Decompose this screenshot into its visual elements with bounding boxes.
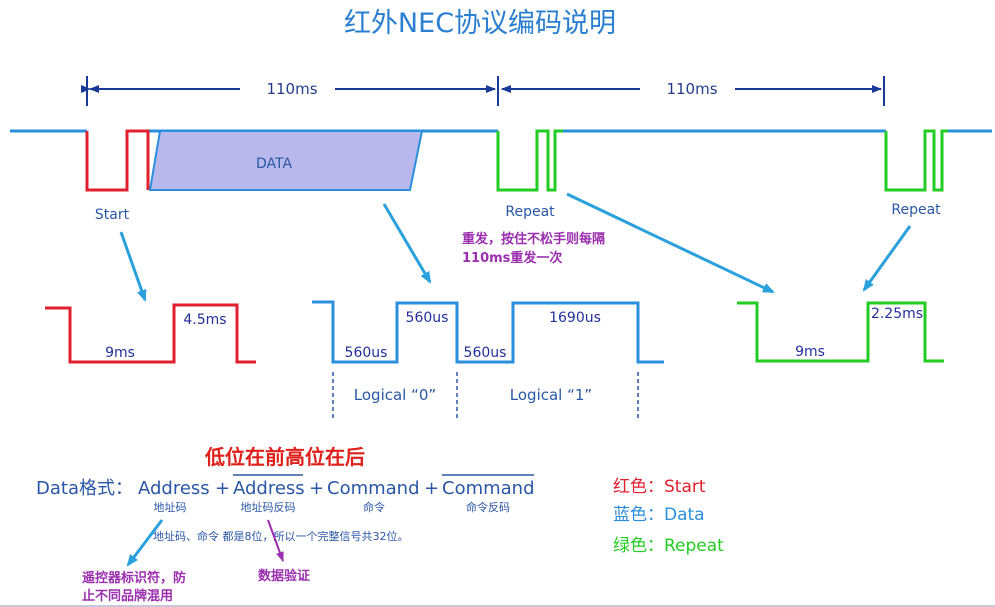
sub-address-inverse: 地址码反码	[241, 500, 296, 514]
start-detail-waveform	[45, 303, 256, 364]
legend-blue: 蓝色：Data	[613, 505, 705, 525]
format-command-inverse: Command	[442, 478, 535, 499]
sub-command: 命令	[363, 500, 385, 514]
format-address: Address	[138, 478, 210, 499]
legend-red: 红色：Start	[613, 477, 706, 497]
bits-note: 地址码、命令 都是8位，所以一个完整信号共32位。	[153, 529, 409, 543]
repeat-detail-waveform	[737, 301, 944, 363]
bit-order-note: 低位在前高位在后	[204, 445, 365, 469]
pointer-arrows	[119, 192, 912, 302]
repeat-pulse-2	[884, 129, 948, 192]
timing-dimension-frame: 110ms	[81, 76, 499, 106]
data-block	[148, 130, 424, 191]
repeat-label-1: Repeat	[505, 204, 555, 220]
start-high-label: 4.5ms	[183, 312, 226, 328]
frame-duration-label: 110ms	[266, 80, 317, 98]
zero-low-label: 560us	[345, 345, 388, 361]
start-low-label: 9ms	[105, 345, 135, 361]
zero-high-label: 560us	[406, 310, 449, 326]
logical-1-label: Logical “1”	[510, 386, 592, 404]
format-plus-1: +	[215, 478, 230, 499]
one-high-label: 1690us	[549, 310, 601, 326]
remote-id-note-line1: 遥控器标识符，防	[82, 570, 186, 586]
legend-green: 绿色：Repeat	[613, 536, 724, 556]
repeat-note-line1: 重发，按住不松手则每隔	[462, 231, 605, 247]
timing-dimension-repeat: 110ms	[501, 76, 885, 106]
one-low-label: 560us	[464, 345, 507, 361]
format-plus-2: +	[309, 478, 324, 499]
bit-dividers	[332, 372, 639, 420]
page-title: 红外NEC协议编码说明	[344, 8, 616, 39]
start-pulse	[85, 129, 150, 192]
verify-arrow	[267, 519, 284, 562]
repeat-high-label: 2.25ms	[871, 306, 923, 322]
remote-id-note-line2: 止不同品牌混用	[82, 588, 173, 604]
verify-note: 数据验证	[258, 568, 310, 584]
remote-id-arrow	[126, 519, 164, 567]
repeat-duration-label: 110ms	[666, 80, 717, 98]
start-label: Start	[95, 207, 130, 223]
sub-command-inverse: 命令反码	[466, 500, 510, 514]
format-command: Command	[327, 478, 420, 499]
format-prefix: Data格式：	[36, 478, 133, 499]
sub-address: 地址码	[154, 500, 187, 514]
bit-detail-waveform	[312, 300, 664, 364]
data-label: DATA	[256, 156, 292, 172]
format-plus-3: +	[424, 478, 439, 499]
repeat-low-label: 9ms	[795, 344, 825, 360]
repeat-label-2: Repeat	[891, 202, 941, 218]
format-address-inverse: Address	[233, 478, 305, 499]
top-waveform	[10, 129, 992, 192]
repeat-note-line2: 110ms重发一次	[462, 250, 562, 266]
repeat-pulse-1	[496, 129, 563, 192]
logical-0-label: Logical “0”	[354, 386, 436, 404]
